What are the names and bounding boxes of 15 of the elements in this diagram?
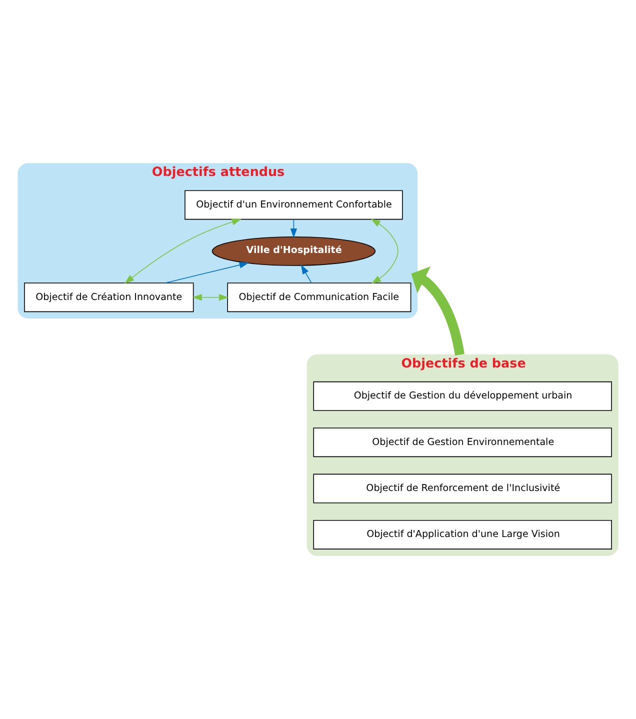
arrow xyxy=(370,218,398,284)
node-box: Objectif de Renforcement de l'Inclusivité xyxy=(313,474,612,504)
node-ellipse: Ville d'Hospitalité xyxy=(212,236,376,266)
node-box: Objectif d'Application d'une Large Vision xyxy=(313,520,612,550)
arrow xyxy=(411,266,464,356)
arrow xyxy=(290,219,298,238)
node-box: Objectif d'un Environnement Confortable xyxy=(184,190,403,220)
arrow xyxy=(164,262,249,284)
arrow xyxy=(300,264,312,284)
node-box: Objectif de Gestion du développement urbain xyxy=(313,381,612,411)
node-box: Objectif de Gestion Environnementale xyxy=(313,428,612,458)
node-box: Objectif de Communication Facile xyxy=(227,282,412,312)
arrow xyxy=(124,218,242,284)
arrow xyxy=(192,294,229,301)
node-box: Objectif de Création Innovante xyxy=(24,282,194,312)
